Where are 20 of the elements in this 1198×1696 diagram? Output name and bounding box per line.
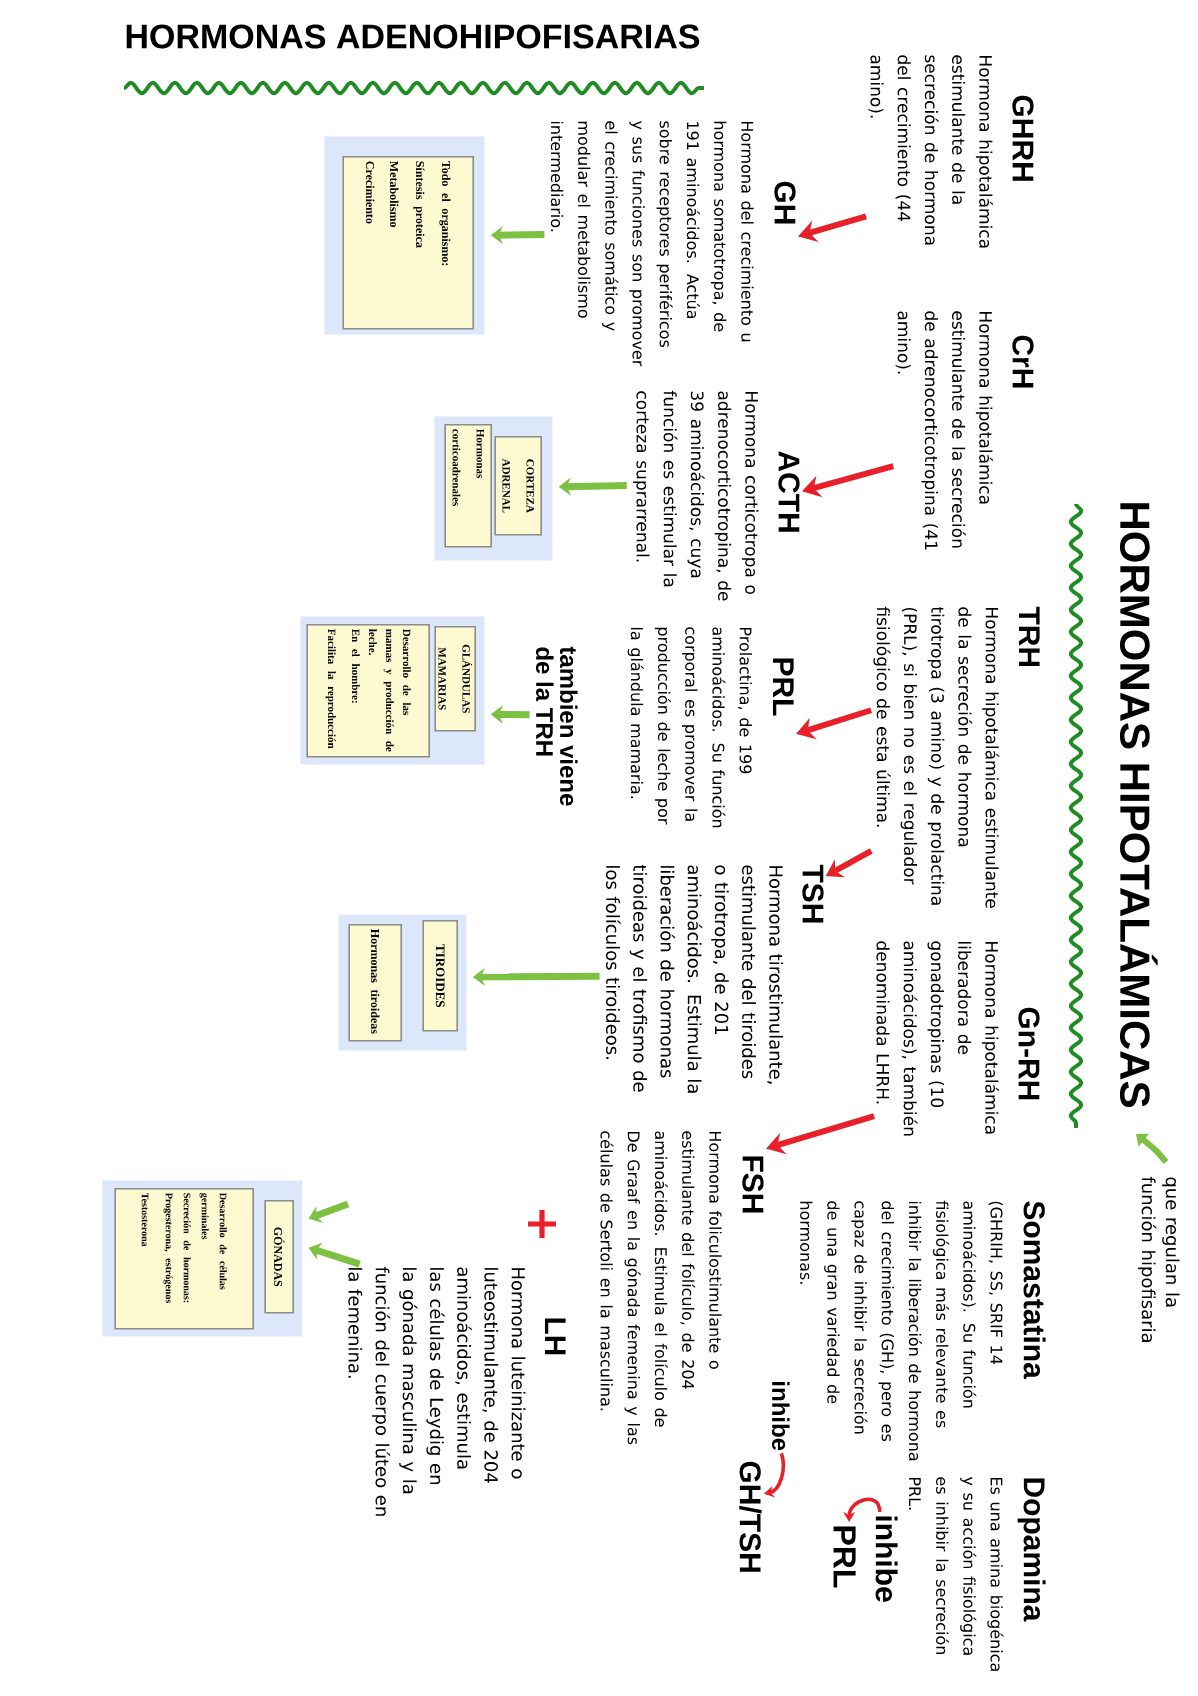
hormone-note: LH Hormona luteinizante o luteostimulante, de 204 aminoácidos, estimula las células de Leydig en la gónada masculina y la función del cuerpo lúteo en la femenina. [348, 1266, 566, 1516]
hormone-note: Somastatina (GHRIH, SS, SRIF 14 aminoácidos). Su función fisiológica más relevante es inhibir la liberación de hormona del crecimiento (GH), pero es capaz de inhibir la secreción de una gran variedad de hormonas. [800, 1200, 1046, 1461]
section-title: HORMONAS HIPOTALÁMICAS [1119, 503, 1158, 1107]
hormone-note: CrH Hormona hipotalámica estimulante de la secreción de adrenocorticotropina (41 amino). [895, 311, 1034, 550]
hormone-note: FSH Hormona foliculostimulante o estimulante del folículo, de 204 aminoácidos. Estimula el folículo de De Graaf en la gónada femenina y las células de Sertoli en la masculina. [600, 1131, 764, 1445]
hormone-note: TRH Hormona hipotalámica estimulante de la secreción de hormona tirotropa (3 amino) y de prolactina (PRL), si bien no es el regulador fisiológico de esta última. [873, 606, 1040, 908]
hormone-note: TSH Hormona tirostimulante, estimulante del tiroides o tirotropa, de 201 aminoácidos. Estimula la liberación de hormonas tiroideas y el trofismo de los folículos tiroideos. [606, 864, 824, 1093]
subtitle-text: que regulan la función hipofisaria [1138, 1176, 1180, 1342]
hormone-note: Gn-RH Hormona hipotalámica liberadora de gonadotropinas (10 aminoácidos), también denominada LHRH. [876, 941, 1040, 1136]
hormone-note: GHRH Hormona hipotalámica estimulante de la secreción de hormona del crecimiento (44 amino). [868, 55, 1034, 248]
title: HORMONAS ADENOHIPOFISARIAS [126, 24, 700, 49]
note-text: tambien viene de la TRH [536, 646, 578, 806]
hormone-label: PRL [833, 1526, 856, 1588]
hormone-note: ACTH Hormona corticotropa o adrenocorticotropina, de 39 aminoácidos, cuya función es estimular la corteza suprarrenal. [633, 390, 800, 601]
note-text: inhibe [772, 1382, 790, 1451]
hormone-label: GH/TSH [739, 1461, 762, 1572]
hormone-note: PRL Prolactina, de 199 aminoácidos. Su función corporal es promover la producción de leche por la glándula mamaria. [627, 627, 794, 828]
hormone-note: GH Hormona del crecimiento u hormona somatotropa, de 191 aminoácidos. Actúa sobre receptores periféricos y sus funciones son promover el crecimiento somático y modular el metabolismo intermediario. [550, 120, 796, 367]
hormone-note: Dopamina Es una amina biogénica y su acción fisiológica es inhibir la secreción PRL. [909, 1476, 1046, 1671]
note-text: inhibe [875, 1516, 898, 1602]
